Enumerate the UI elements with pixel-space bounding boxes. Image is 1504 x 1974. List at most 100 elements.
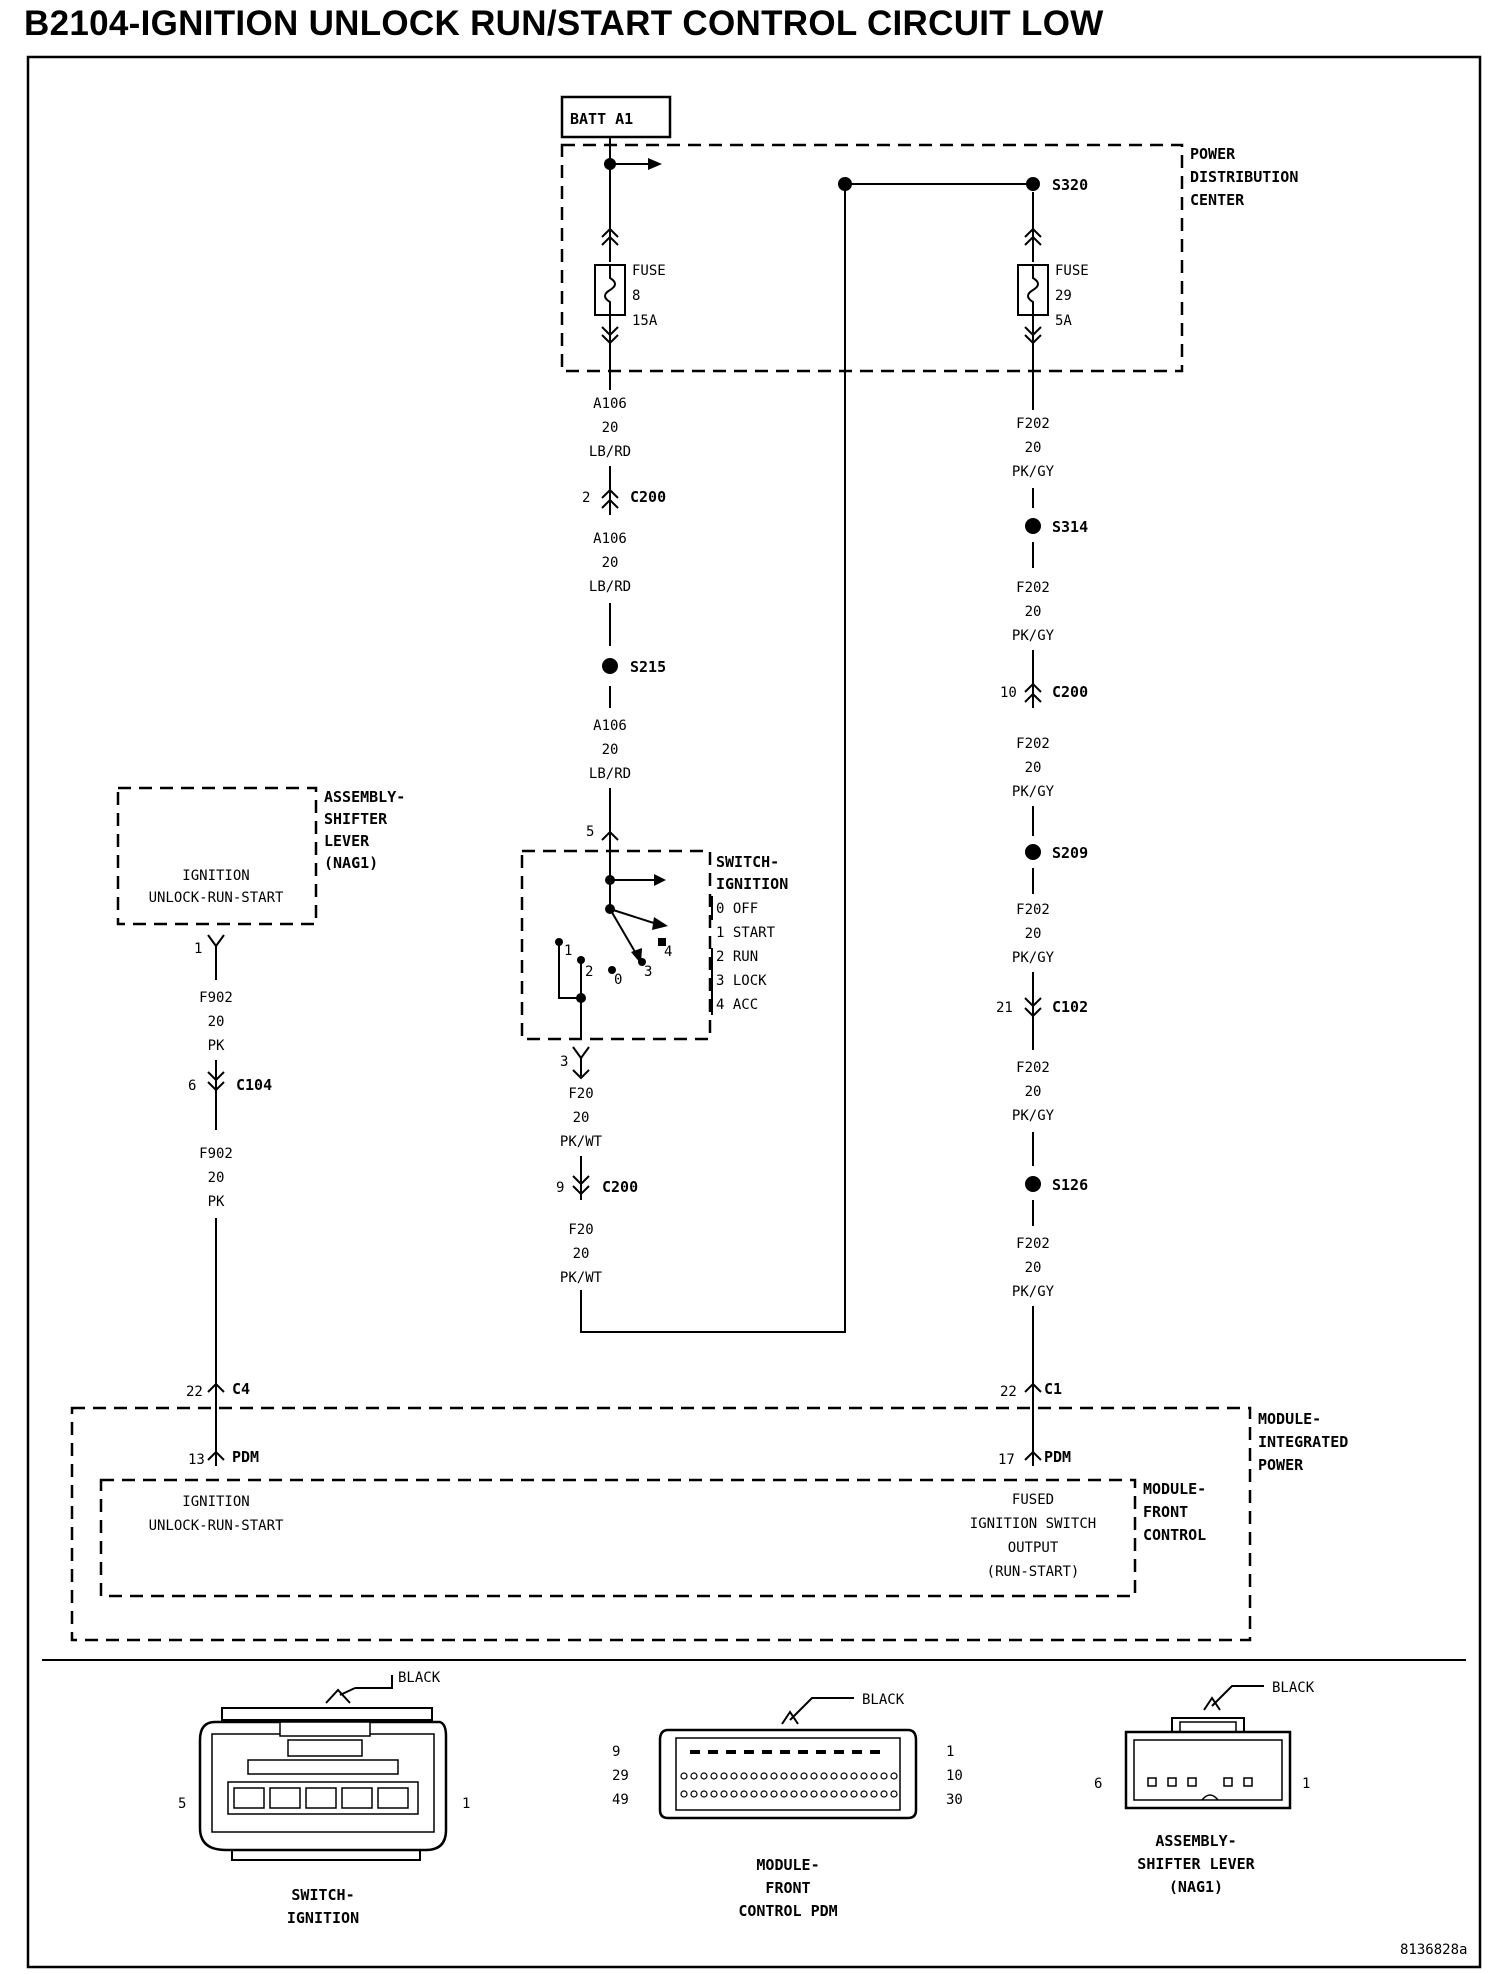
shifter-connector-caption-1: ASSEMBLY- [1155,1832,1236,1850]
shifter-title-3: LEVER [324,832,370,850]
connector-shifter-lever: BLACK 6 1 ASSEMBLY- SHIFTER LEVER (NAG1) [1094,1680,1315,1896]
wire-f902-2-name: F902 [199,1146,233,1162]
wire-f202-1-name: F202 [1016,416,1050,432]
connector-switch-ignition: BLACK 5 1 SWITCH- IGNITION [178,1670,470,1927]
c200-right-label: C200 [1052,683,1088,701]
c200-right-pin: 10 [1000,685,1017,701]
shifter-title-4: (NAG1) [324,854,378,872]
pdm-connector-pin-10: 10 [946,1768,963,1784]
wire-f202-4-gauge: 20 [1025,926,1042,942]
wire-a106-2-gauge: 20 [602,555,619,571]
shifter-connector-pin-right: 1 [1302,1776,1310,1792]
batt-a1-label: BATT A1 [570,110,633,128]
pdm-17-pin: 17 [998,1452,1015,1468]
pdm-output-line-3: OUTPUT [1008,1540,1059,1556]
pdm-output-line-1: FUSED [1012,1492,1054,1508]
switch-contact-3: 3 [644,964,652,980]
c4-pin: 22 [186,1384,203,1400]
switch-position-acc: 4 ACC [716,997,758,1013]
pdm-13-pin: 13 [188,1452,205,1468]
switch-connector-color: BLACK [398,1670,441,1686]
c104-pin: 6 [188,1078,196,1094]
shifter-connector-caption-2: SHIFTER LEVER [1137,1855,1255,1873]
splice-s215 [602,658,618,674]
c1-pin: 22 [1000,1384,1017,1400]
splice-s314-label: S314 [1052,518,1088,536]
module-integrated-power-box [70,1406,1252,1642]
pdm-connector-caption-2: FRONT [765,1879,810,1897]
wire-a106-2-name: A106 [593,531,627,547]
power-distribution-center-box [560,143,1184,373]
wire-f20-2-name: F20 [568,1222,593,1238]
wire-f202-5-name: F202 [1016,1060,1050,1076]
wire-a106-3-color: LB/RD [589,766,631,782]
c200-top-label: C200 [630,488,666,506]
shifter-connector-caption-3: (NAG1) [1169,1878,1223,1896]
wire-f202-3-color: PK/GY [1012,784,1055,800]
switch-position-off: 0 OFF [716,901,758,917]
outer-frame [26,55,1482,1969]
splice-s314 [1025,518,1041,534]
wire-f20-1-gauge: 20 [573,1110,590,1126]
wire-f902-1-color: PK [208,1038,225,1054]
switch-position-lock: 3 LOCK [716,973,767,989]
shifter-title-1: ASSEMBLY- [324,788,405,806]
c102-label: C102 [1052,998,1088,1016]
wire-f202-2-name: F202 [1016,580,1050,596]
wire-f202-2-color: PK/GY [1012,628,1055,644]
pdm-connector-pin-30: 30 [946,1792,963,1808]
wire-f202-3-gauge: 20 [1025,760,1042,776]
page-title: B2104-IGNITION UNLOCK RUN/START CONTROL … [24,4,1104,43]
ignition-switch-title-1: SWITCH- [716,853,779,871]
ipm-title-2: INTEGRATED [1258,1433,1348,1451]
pdm-input-line-2: UNLOCK-RUN-START [149,1518,284,1534]
pdm-output-line-4: (RUN-START) [987,1564,1080,1580]
wire-f202-6-name: F202 [1016,1236,1050,1252]
wire-a106-1-name: A106 [593,396,627,412]
splice-s320-label: S320 [1052,176,1088,194]
switch-connector-pin-right: 1 [462,1796,470,1812]
fuse-8-rating: 15A [632,313,658,329]
wire-f20-2-gauge: 20 [573,1246,590,1262]
shifter-lever-box [116,786,318,926]
wire-a106-3-name: A106 [593,718,627,734]
pdc-title-line-1: POWER [1190,145,1236,163]
c104-label: C104 [236,1076,272,1094]
switch-connector-caption-2: IGNITION [287,1909,359,1927]
wire-f202-4-name: F202 [1016,902,1050,918]
switch-contact-4: 4 [664,944,672,960]
wire-f202-5-gauge: 20 [1025,1084,1042,1100]
pdm-connector-pin-9: 9 [612,1744,620,1760]
pdm-connector-caption-3: CONTROL PDM [738,1902,837,1920]
wire-f202-3-name: F202 [1016,736,1050,752]
fc-title-3: CONTROL [1143,1526,1206,1544]
c102-pin: 21 [996,1000,1013,1016]
fc-title-2: FRONT [1143,1503,1188,1521]
fuse-29-number: 29 [1055,288,1072,304]
switch-contact-0: 0 [614,972,622,988]
wire-jumper-return [580,184,846,1333]
wire-f902-1-name: F902 [199,990,233,1006]
switch-position-start: 1 START [716,925,776,941]
connector-module-fc-pdm: BLACK 9 29 49 1 10 30 MODULE- FRONT [612,1692,963,1920]
wire-f902-2-color: PK [208,1194,225,1210]
pdm-connector-pin-49: 49 [612,1792,629,1808]
wire-f202-1-color: PK/GY [1012,464,1055,480]
c4-label: C4 [232,1380,250,1398]
wire-a106-1-gauge: 20 [602,420,619,436]
pdm-connector-color: BLACK [862,1692,905,1708]
splice-s209 [1025,844,1041,860]
c1-label: C1 [1044,1380,1062,1398]
pdc-title-line-2: DISTRIBUTION [1190,168,1298,186]
pdm-17-label: PDM [1044,1448,1071,1466]
wire-f202-1-gauge: 20 [1025,440,1042,456]
fuse-29-label: FUSE [1055,263,1089,279]
c200-top-pin: 2 [582,490,590,506]
c200-mid-label: C200 [602,1178,638,1196]
shifter-connector-pin-left: 6 [1094,1776,1102,1792]
wire-a106-1-color: LB/RD [589,444,631,460]
wire-f202-2-gauge: 20 [1025,604,1042,620]
wire-f902-2-gauge: 20 [208,1170,225,1186]
wire-f202-5-color: PK/GY [1012,1108,1055,1124]
